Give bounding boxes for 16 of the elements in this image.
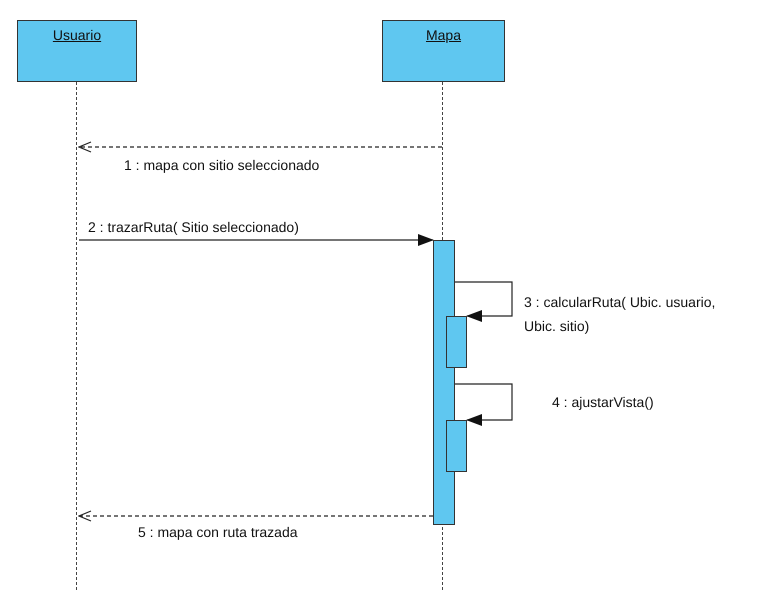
participant-name: Mapa <box>426 27 462 43</box>
return-message-arrow <box>78 141 442 153</box>
message-label: 1 : mapa con sitio seleccionado <box>122 157 322 173</box>
message-arrow <box>455 281 513 322</box>
return-message-arrow <box>78 510 433 522</box>
message-label: 4 : ajustarVista() <box>550 394 656 410</box>
participant-name: Usuario <box>52 27 102 43</box>
message-label: 2 : trazarRuta( Sitio seleccionado) <box>86 219 301 235</box>
message-arrow <box>455 383 513 426</box>
lifeline-header-box <box>382 20 505 82</box>
message-label: 5 : mapa con ruta trazada <box>136 524 300 540</box>
message-arrow <box>79 234 434 246</box>
lifeline-header-box <box>17 20 137 82</box>
activation-bar <box>446 316 467 368</box>
lifeline <box>76 82 79 590</box>
activation-bar <box>446 420 467 472</box>
